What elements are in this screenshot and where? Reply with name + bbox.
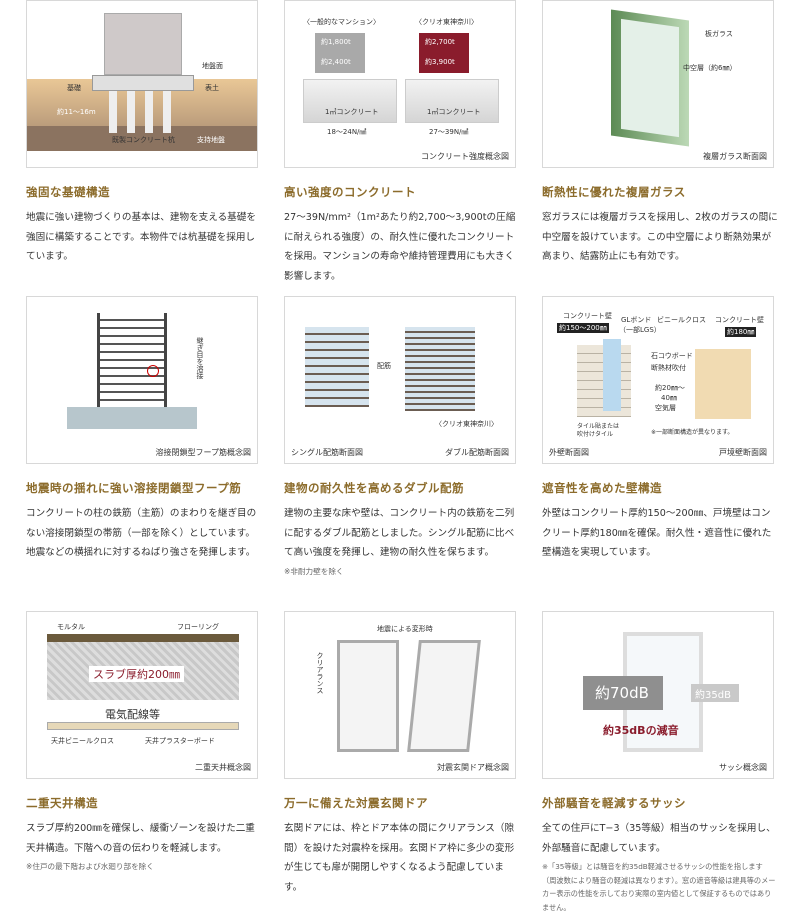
figure-caption: コンクリート強度概念図 bbox=[421, 152, 509, 161]
concrete-diagram: 〈一般的なマンション〉 〈クリオ東神奈川〉 約1,800t 約2,400t 約2… bbox=[284, 0, 516, 168]
label-reduce: 約35dBの減音 bbox=[603, 724, 679, 737]
figure-caption: 対震玄関ドア概念図 bbox=[437, 763, 509, 772]
label-air: 中空層（約6㎜） bbox=[683, 64, 737, 72]
label-clio-strength: 27〜39N/㎟ bbox=[429, 128, 469, 136]
label-air2: 40㎜ bbox=[661, 394, 677, 402]
label-air1: 約20㎜〜 bbox=[655, 384, 685, 392]
card-wall: コンクリート壁 約150〜200㎜ GLボンド （一部LGS） ビニールクロス … bbox=[542, 296, 782, 563]
label-tile2: 吹付けタイル bbox=[577, 431, 614, 438]
label-weld: 継ぎ目を溶接 bbox=[196, 337, 204, 379]
label-ext-thick: 約150〜200㎜ bbox=[557, 323, 609, 333]
label-vinyl-ceiling: 天井ビニールクロス bbox=[51, 737, 114, 745]
label-gen-load2: 約2,400t bbox=[321, 58, 351, 66]
label-pile: 既製コンクリート杭 bbox=[112, 136, 175, 144]
wall-diagram: コンクリート壁 約150〜200㎜ GLボンド （一部LGS） ビニールクロス … bbox=[542, 296, 774, 464]
card-text: コンクリートの柱の鉄筋（主筋）のまわりを継ぎ目のない溶接閉鎖型の帯筋（一部を除く… bbox=[26, 508, 257, 558]
card-note: ※「35等級」とは騒音を約35dB軽減させるサッシの性能を指します（周波数により… bbox=[542, 862, 776, 912]
label-clio-load1: 約2,700t bbox=[425, 38, 455, 46]
rebar-diagram: 配筋 〈クリオ東神奈川〉 シングル配筋断面図 ダブル配筋断面図 bbox=[284, 296, 516, 464]
label-conc-wall: コンクリート壁 bbox=[563, 312, 612, 320]
card-title: 遮音性を高めた壁構造 bbox=[542, 481, 662, 495]
label-insul: 断熱材吹付 bbox=[651, 364, 686, 372]
label-vinyl: ビニールクロス bbox=[657, 316, 706, 324]
card-title: 建物の耐久性を高めるダブル配筋 bbox=[284, 481, 464, 495]
door-diagram: 地震による変形時 クリアランス 対震玄関ドア概念図 bbox=[284, 611, 516, 779]
label-plaster: 天井プラスターボード bbox=[145, 737, 215, 745]
label-deform: 地震による変形時 bbox=[377, 625, 433, 633]
card-title: 地震時の揺れに強い溶接閉鎖型フープ筋 bbox=[26, 481, 242, 495]
label-glass: 板ガラス bbox=[705, 30, 733, 38]
label-ground: 地盤面 bbox=[202, 62, 223, 70]
label-foundation: 基礎 bbox=[67, 84, 81, 92]
figure-caption: 溶接閉鎖型フープ筋概念図 bbox=[155, 448, 251, 457]
label-flooring: フローリング bbox=[177, 623, 219, 631]
label-gen-load1: 約1,800t bbox=[321, 38, 351, 46]
figure-caption: ダブル配筋断面図 bbox=[445, 448, 509, 457]
label-clearance: クリアランス bbox=[316, 652, 324, 694]
foundation-diagram: 地盤面 基礎 表土 約11〜16m 既製コンクリート杭 支持地盤 bbox=[26, 0, 258, 168]
card-title: 断熱性に優れた複層ガラス bbox=[542, 185, 686, 199]
figure-caption-left: シングル配筋断面図 bbox=[291, 448, 363, 457]
label-tile1: タイル貼または bbox=[577, 423, 620, 430]
card-note: ※非耐力壁を除く bbox=[284, 566, 344, 576]
label-partial: ※一部断面構造が異なります。 bbox=[651, 429, 734, 436]
figure-caption: 戸境壁断面図 bbox=[719, 448, 767, 457]
card-glass: 板ガラス 中空層（約6㎜） 複層ガラス断面図 断熱性に優れた複層ガラス 窓ガラス… bbox=[542, 0, 782, 267]
card-note: ※住戸の最下階および水廻り部を除く bbox=[26, 862, 154, 871]
card-title: 強固な基礎構造 bbox=[26, 185, 110, 199]
label-wiring: 電気配線等 bbox=[105, 708, 160, 721]
card-text: 建物の主要な床や壁は、コンクリート内の鉄筋を二列に配するダブル配筋としました。シ… bbox=[284, 508, 515, 558]
card-text: 27〜39N/mm²（1m²あたり約2,700〜3,900tの圧縮に耐えられる強… bbox=[284, 212, 516, 282]
card-title: 万一に備えた対震玄関ドア bbox=[284, 796, 428, 810]
label-air3: 空気層 bbox=[655, 404, 676, 412]
label-inside: 約35dB bbox=[695, 690, 731, 701]
card-hoop: 継ぎ目を溶接 溶接閉鎖型フープ筋概念図 地震時の揺れに強い溶接閉鎖型フープ筋 コ… bbox=[26, 296, 266, 563]
label-clio: 〈クリオ東神奈川〉 bbox=[415, 18, 478, 26]
card-foundation: 地盤面 基礎 表土 約11〜16m 既製コンクリート杭 支持地盤 強固な基礎構造… bbox=[26, 0, 266, 267]
figure-caption: 二重天井概念図 bbox=[195, 763, 251, 772]
label-general: 〈一般的なマンション〉 bbox=[303, 18, 380, 26]
card-text: 外壁はコンクリート厚約150〜200㎜、戸境壁はコンクリート厚約180㎜を確保。… bbox=[542, 508, 772, 558]
figure-caption: 複層ガラス断面図 bbox=[703, 152, 767, 161]
card-concrete: 〈一般的なマンション〉 〈クリオ東神奈川〉 約1,800t 約2,400t 約2… bbox=[284, 0, 524, 286]
card-title: 外部騒音を軽減するサッシ bbox=[542, 796, 686, 810]
glass-diagram: 板ガラス 中空層（約6㎜） 複層ガラス断面図 bbox=[542, 0, 774, 168]
card-door: 地震による変形時 クリアランス 対震玄関ドア概念図 万一に備えた対震玄関ドア 玄… bbox=[284, 611, 524, 897]
label-gl: GLボンド bbox=[621, 316, 652, 324]
label-clio: 〈クリオ東神奈川〉 bbox=[435, 420, 498, 428]
card-text: 玄関ドアには、枠とドア本体の間にクリアランス（隙間）を設けた対震枠を採用。玄関ド… bbox=[284, 823, 515, 893]
ceiling-diagram: モルタル フローリング スラブ厚約200㎜ 電気配線等 天井ビニールクロス 天井… bbox=[26, 611, 258, 779]
label-topsoil: 表土 bbox=[205, 84, 219, 92]
label-gl2: （一部LGS） bbox=[619, 326, 661, 334]
label-rebar: 配筋 bbox=[377, 362, 391, 370]
label-party-thick: 約180㎜ bbox=[725, 327, 757, 337]
label-depth: 約11〜16m bbox=[57, 108, 96, 116]
card-sash: 約70dB 約35dB 約35dBの減音 サッシ概念図 外部騒音を軽減するサッシ… bbox=[542, 611, 782, 914]
label-conc-wall2: コンクリート壁 bbox=[715, 316, 764, 324]
card-text: 窓ガラスには複層ガラスを採用し、2枚のガラスの間に中空層を設けています。この中空… bbox=[542, 212, 778, 262]
label-outside: 約70dB bbox=[595, 684, 649, 702]
label-slab: スラブ厚約200㎜ bbox=[89, 666, 184, 682]
card-title: 二重天井構造 bbox=[26, 796, 98, 810]
label-bearing: 支持地盤 bbox=[197, 136, 225, 144]
hoop-diagram: 継ぎ目を溶接 溶接閉鎖型フープ筋概念図 bbox=[26, 296, 258, 464]
label-cube: 1㎥コンクリート bbox=[427, 108, 481, 116]
card-title: 高い強度のコンクリート bbox=[284, 185, 416, 199]
card-text: 地震に強い建物づくりの基本は、建物を支える基礎を強固に構築することです。本物件で… bbox=[26, 212, 256, 262]
card-ceiling: モルタル フローリング スラブ厚約200㎜ 電気配線等 天井ビニールクロス 天井… bbox=[26, 611, 266, 874]
figure-caption: サッシ概念図 bbox=[719, 763, 767, 772]
sash-diagram: 約70dB 約35dB 約35dBの減音 サッシ概念図 bbox=[542, 611, 774, 779]
label-cube: 1㎥コンクリート bbox=[325, 108, 379, 116]
card-double-rebar: 配筋 〈クリオ東神奈川〉 シングル配筋断面図 ダブル配筋断面図 建物の耐久性を高… bbox=[284, 296, 524, 579]
card-text: スラブ厚約200㎜を確保し、緩衝ゾーンを設けた二重天井構造。下階への音の伝わりを… bbox=[26, 823, 255, 854]
label-gen-strength: 18〜24N/㎟ bbox=[327, 128, 367, 136]
label-board: 石コウボード bbox=[651, 352, 693, 360]
figure-caption-left: 外壁断面図 bbox=[549, 448, 589, 457]
label-mortar: モルタル bbox=[57, 623, 85, 631]
label-clio-load2: 約3,900t bbox=[425, 58, 455, 66]
card-text: 全ての住戸にT−3（35等級）相当のサッシを採用し、外部騒音に配慮しています。 bbox=[542, 823, 776, 854]
